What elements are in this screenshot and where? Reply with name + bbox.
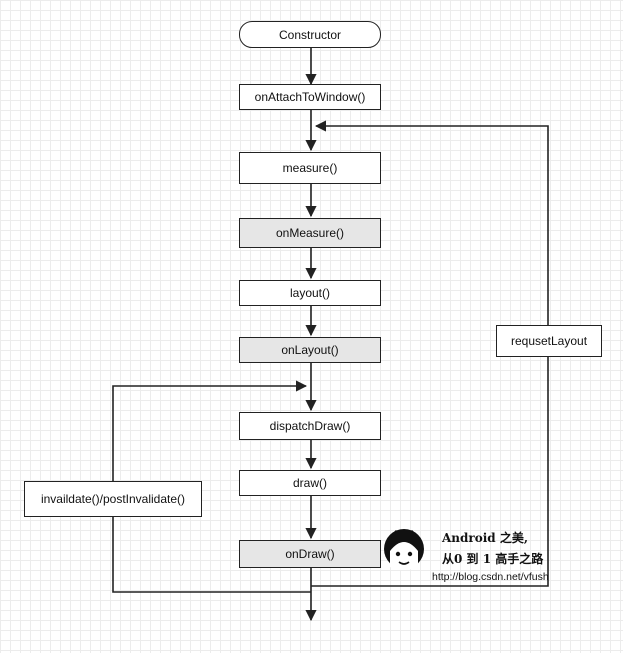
watermark-line1: Android 之美, xyxy=(442,531,529,545)
request-layout-node: requsetLayout xyxy=(496,325,602,357)
mascot-face-icon xyxy=(384,529,424,570)
watermark: Android 之美, 从0 到 1 高手之路 http://blog.csdn… xyxy=(382,523,562,585)
on-draw-label: onDraw() xyxy=(285,547,335,561)
measure-label: measure() xyxy=(282,161,338,175)
draw-label: draw() xyxy=(292,476,327,490)
request-layout-label: requsetLayout xyxy=(510,334,588,348)
watermark-line2: 从0 到 1 高手之路 xyxy=(442,552,544,566)
layout-node: layout() xyxy=(239,280,381,306)
invalidate-label: invaildate()/postInvalidate() xyxy=(40,492,186,506)
on-layout-label: onLayout() xyxy=(281,343,339,357)
invalidate-node: invaildate()/postInvalidate() xyxy=(24,481,202,517)
on-attach-to-window-label: onAttachToWindow() xyxy=(254,90,366,104)
on-measure-node: onMeasure() xyxy=(239,218,381,248)
constructor-label: Constructor xyxy=(278,27,342,42)
dispatch-draw-label: dispatchDraw() xyxy=(269,419,351,433)
on-attach-to-window-node: onAttachToWindow() xyxy=(239,84,381,110)
on-layout-node: onLayout() xyxy=(239,337,381,363)
measure-node: measure() xyxy=(239,152,381,184)
dispatch-draw-node: dispatchDraw() xyxy=(239,412,381,440)
layout-label: layout() xyxy=(289,286,330,300)
on-measure-label: onMeasure() xyxy=(275,226,345,240)
draw-node: draw() xyxy=(239,470,381,496)
watermark-url: http://blog.csdn.net/vfush xyxy=(432,571,549,583)
constructor-node: Constructor xyxy=(239,21,381,48)
on-draw-node: onDraw() xyxy=(239,540,381,568)
